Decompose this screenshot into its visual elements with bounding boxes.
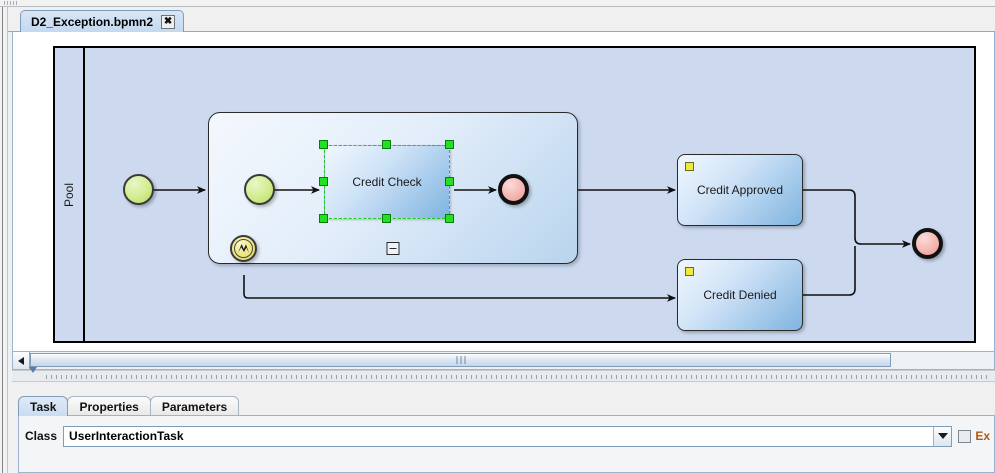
task-type-marker-icon xyxy=(685,267,694,276)
selection-handle-sw[interactable] xyxy=(319,214,328,223)
task-credit-approved-label: Credit Approved xyxy=(696,183,784,197)
arrow-left-icon xyxy=(18,356,24,365)
selection-handle-w[interactable] xyxy=(319,177,328,186)
tab-properties-label: Properties xyxy=(79,399,139,414)
editor-tab-d2-exception[interactable]: D2_Exception.bpmn2 ✖ xyxy=(20,10,185,32)
canvas-horizontal-scrollbar[interactable] xyxy=(12,352,995,370)
task-credit-denied-label: Credit Denied xyxy=(703,288,777,302)
error-bolt-icon xyxy=(238,244,249,253)
scrollbar-track[interactable] xyxy=(30,352,994,369)
start-event[interactable] xyxy=(123,174,154,205)
subprocess-start-event[interactable] xyxy=(244,174,275,205)
external-checkbox-group[interactable]: Ex xyxy=(958,429,990,443)
boundary-error-event[interactable] xyxy=(230,235,257,262)
tab-parameters[interactable]: Parameters xyxy=(149,396,240,416)
task-credit-check-label: Credit Check xyxy=(352,175,422,189)
task-tab-content: Class UserInteractionTask Ex xyxy=(18,415,995,473)
divider-collapse-down-button[interactable] xyxy=(29,367,38,387)
tab-task-label: Task xyxy=(30,399,57,414)
divider-grip-dots xyxy=(46,375,991,379)
class-field-label: Class xyxy=(25,429,58,443)
split-pane-divider[interactable] xyxy=(12,367,995,393)
minus-box-icon[interactable] xyxy=(386,242,400,255)
scrollbar-thumb[interactable] xyxy=(30,353,891,367)
task-credit-approved[interactable]: Credit Approved xyxy=(677,154,803,226)
diagram-canvas-viewport[interactable]: Pool xyxy=(12,32,995,352)
task-credit-denied[interactable]: Credit Denied xyxy=(677,259,803,331)
subprocess-end-event[interactable] xyxy=(498,174,529,205)
selection-handle-e[interactable] xyxy=(445,177,454,186)
class-input[interactable]: UserInteractionTask xyxy=(64,426,934,446)
grip-icon xyxy=(456,356,465,364)
pool-label: Pool xyxy=(62,182,76,207)
properties-panel: Task Properties Parameters Class UserInt… xyxy=(8,382,995,473)
tab-parameters-label: Parameters xyxy=(161,399,228,414)
task-credit-check[interactable]: Credit Check xyxy=(324,145,450,219)
selection-handle-s[interactable] xyxy=(382,214,391,223)
chevron-down-icon xyxy=(937,433,948,439)
diagram-canvas[interactable]: Pool xyxy=(13,32,994,351)
class-dropdown-button[interactable] xyxy=(933,426,952,446)
toolbar-grip-icon[interactable] xyxy=(4,1,18,5)
editor-tab-label: D2_Exception.bpmn2 xyxy=(31,14,154,29)
selection-handle-nw[interactable] xyxy=(319,140,328,149)
editor-tab-bar: D2_Exception.bpmn2 ✖ xyxy=(8,7,995,32)
class-field-row: Class UserInteractionTask Ex xyxy=(25,425,990,447)
selection-handle-se[interactable] xyxy=(445,214,454,223)
close-icon[interactable]: ✖ xyxy=(161,14,176,29)
tab-task[interactable]: Task xyxy=(18,396,69,416)
external-checkbox[interactable] xyxy=(958,429,972,443)
window-top-strip xyxy=(0,0,995,7)
boundary-event-inner-ring xyxy=(234,239,253,258)
pool-header-lane: Pool xyxy=(55,48,85,341)
window-left-frame xyxy=(0,7,8,473)
scroll-left-button[interactable] xyxy=(13,352,30,369)
task-type-marker-icon xyxy=(685,162,694,171)
end-event[interactable] xyxy=(912,228,943,259)
selection-handle-n[interactable] xyxy=(382,140,391,149)
selection-handle-ne[interactable] xyxy=(445,140,454,149)
properties-tab-strip: Task Properties Parameters xyxy=(18,396,240,416)
external-checkbox-label: Ex xyxy=(975,429,990,443)
divider-collapse-up-button[interactable] xyxy=(18,373,27,393)
tab-properties[interactable]: Properties xyxy=(67,396,151,416)
class-combobox[interactable]: UserInteractionTask xyxy=(63,425,953,447)
